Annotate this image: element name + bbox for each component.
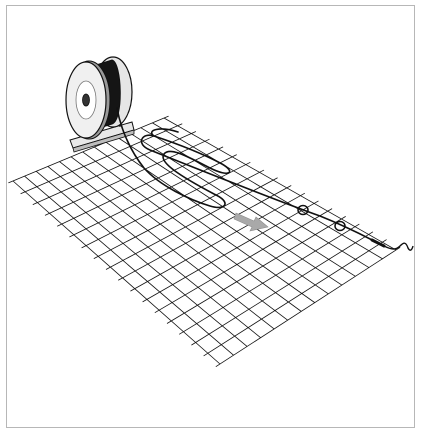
mesh-line [166, 216, 346, 324]
mesh-line [94, 146, 315, 303]
mesh-line [105, 141, 329, 295]
mesh-line [140, 127, 370, 268]
mesh-grid [8, 115, 401, 368]
mesh-line [203, 239, 387, 357]
cable-clip [334, 220, 346, 232]
mesh-line [154, 208, 333, 314]
mesh-line [105, 177, 278, 270]
mesh-line [191, 231, 374, 346]
mesh-line [130, 192, 306, 292]
mesh-line [93, 169, 265, 260]
mesh-line [69, 154, 237, 238]
mesh-line [35, 171, 248, 347]
mesh-line [163, 117, 397, 251]
mesh-line [81, 161, 251, 249]
mesh-line [215, 246, 401, 368]
mesh-line [142, 200, 319, 303]
cable-reel [65, 56, 133, 140]
mesh-line [47, 166, 261, 339]
heating-cable [116, 107, 381, 245]
mesh-line [70, 156, 288, 321]
mesh-line [12, 180, 221, 365]
mesh-line [57, 146, 224, 227]
mesh-line [20, 123, 183, 195]
mesh-line [118, 185, 292, 281]
mesh-line [152, 122, 383, 260]
direction-arrow [233, 212, 269, 232]
mesh-line [8, 115, 169, 184]
mesh-line [82, 151, 302, 312]
cold-lead [370, 238, 414, 251]
mesh-line [44, 138, 210, 216]
reel-hub [82, 93, 90, 107]
mesh-line [24, 175, 234, 356]
cable-clip [297, 204, 309, 216]
mesh-line [117, 137, 343, 286]
mesh-line [32, 131, 197, 205]
mesh-line [178, 223, 360, 335]
mesh-line [59, 161, 275, 330]
